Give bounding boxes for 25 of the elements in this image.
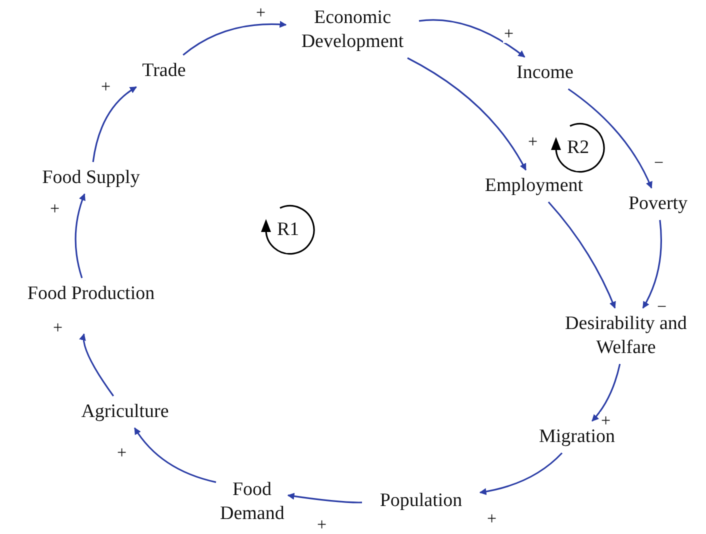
variable-label: Food Production (5, 282, 177, 306)
loop-label: R1 (277, 219, 300, 241)
causal-arrow (592, 364, 621, 422)
causal-arrow (568, 88, 652, 189)
causal-arrow (92, 86, 137, 162)
causal-arrow (407, 57, 527, 171)
causal-arrow (642, 220, 662, 309)
variable-label: Economic Development (290, 6, 415, 54)
variable-label: Agriculture (68, 400, 182, 424)
causal-arrow (287, 492, 362, 504)
causal-arrow (418, 19, 526, 58)
causal-arrow (479, 452, 563, 495)
variable-label: Food Demand (220, 478, 284, 526)
variable-label: Employment (470, 174, 598, 198)
variable-label: Population (366, 489, 476, 513)
causal-arrow (182, 20, 287, 56)
variable-label: Trade (133, 59, 195, 83)
causal-arrow (74, 193, 86, 278)
causal-arrow (80, 333, 114, 396)
causal-arrow (134, 427, 216, 483)
variable-label: Income (505, 61, 585, 85)
variable-label: Poverty (618, 192, 698, 216)
causal-arrow (548, 201, 616, 309)
variable-label: Food Supply (25, 166, 157, 190)
loop-label: R2 (567, 137, 590, 159)
